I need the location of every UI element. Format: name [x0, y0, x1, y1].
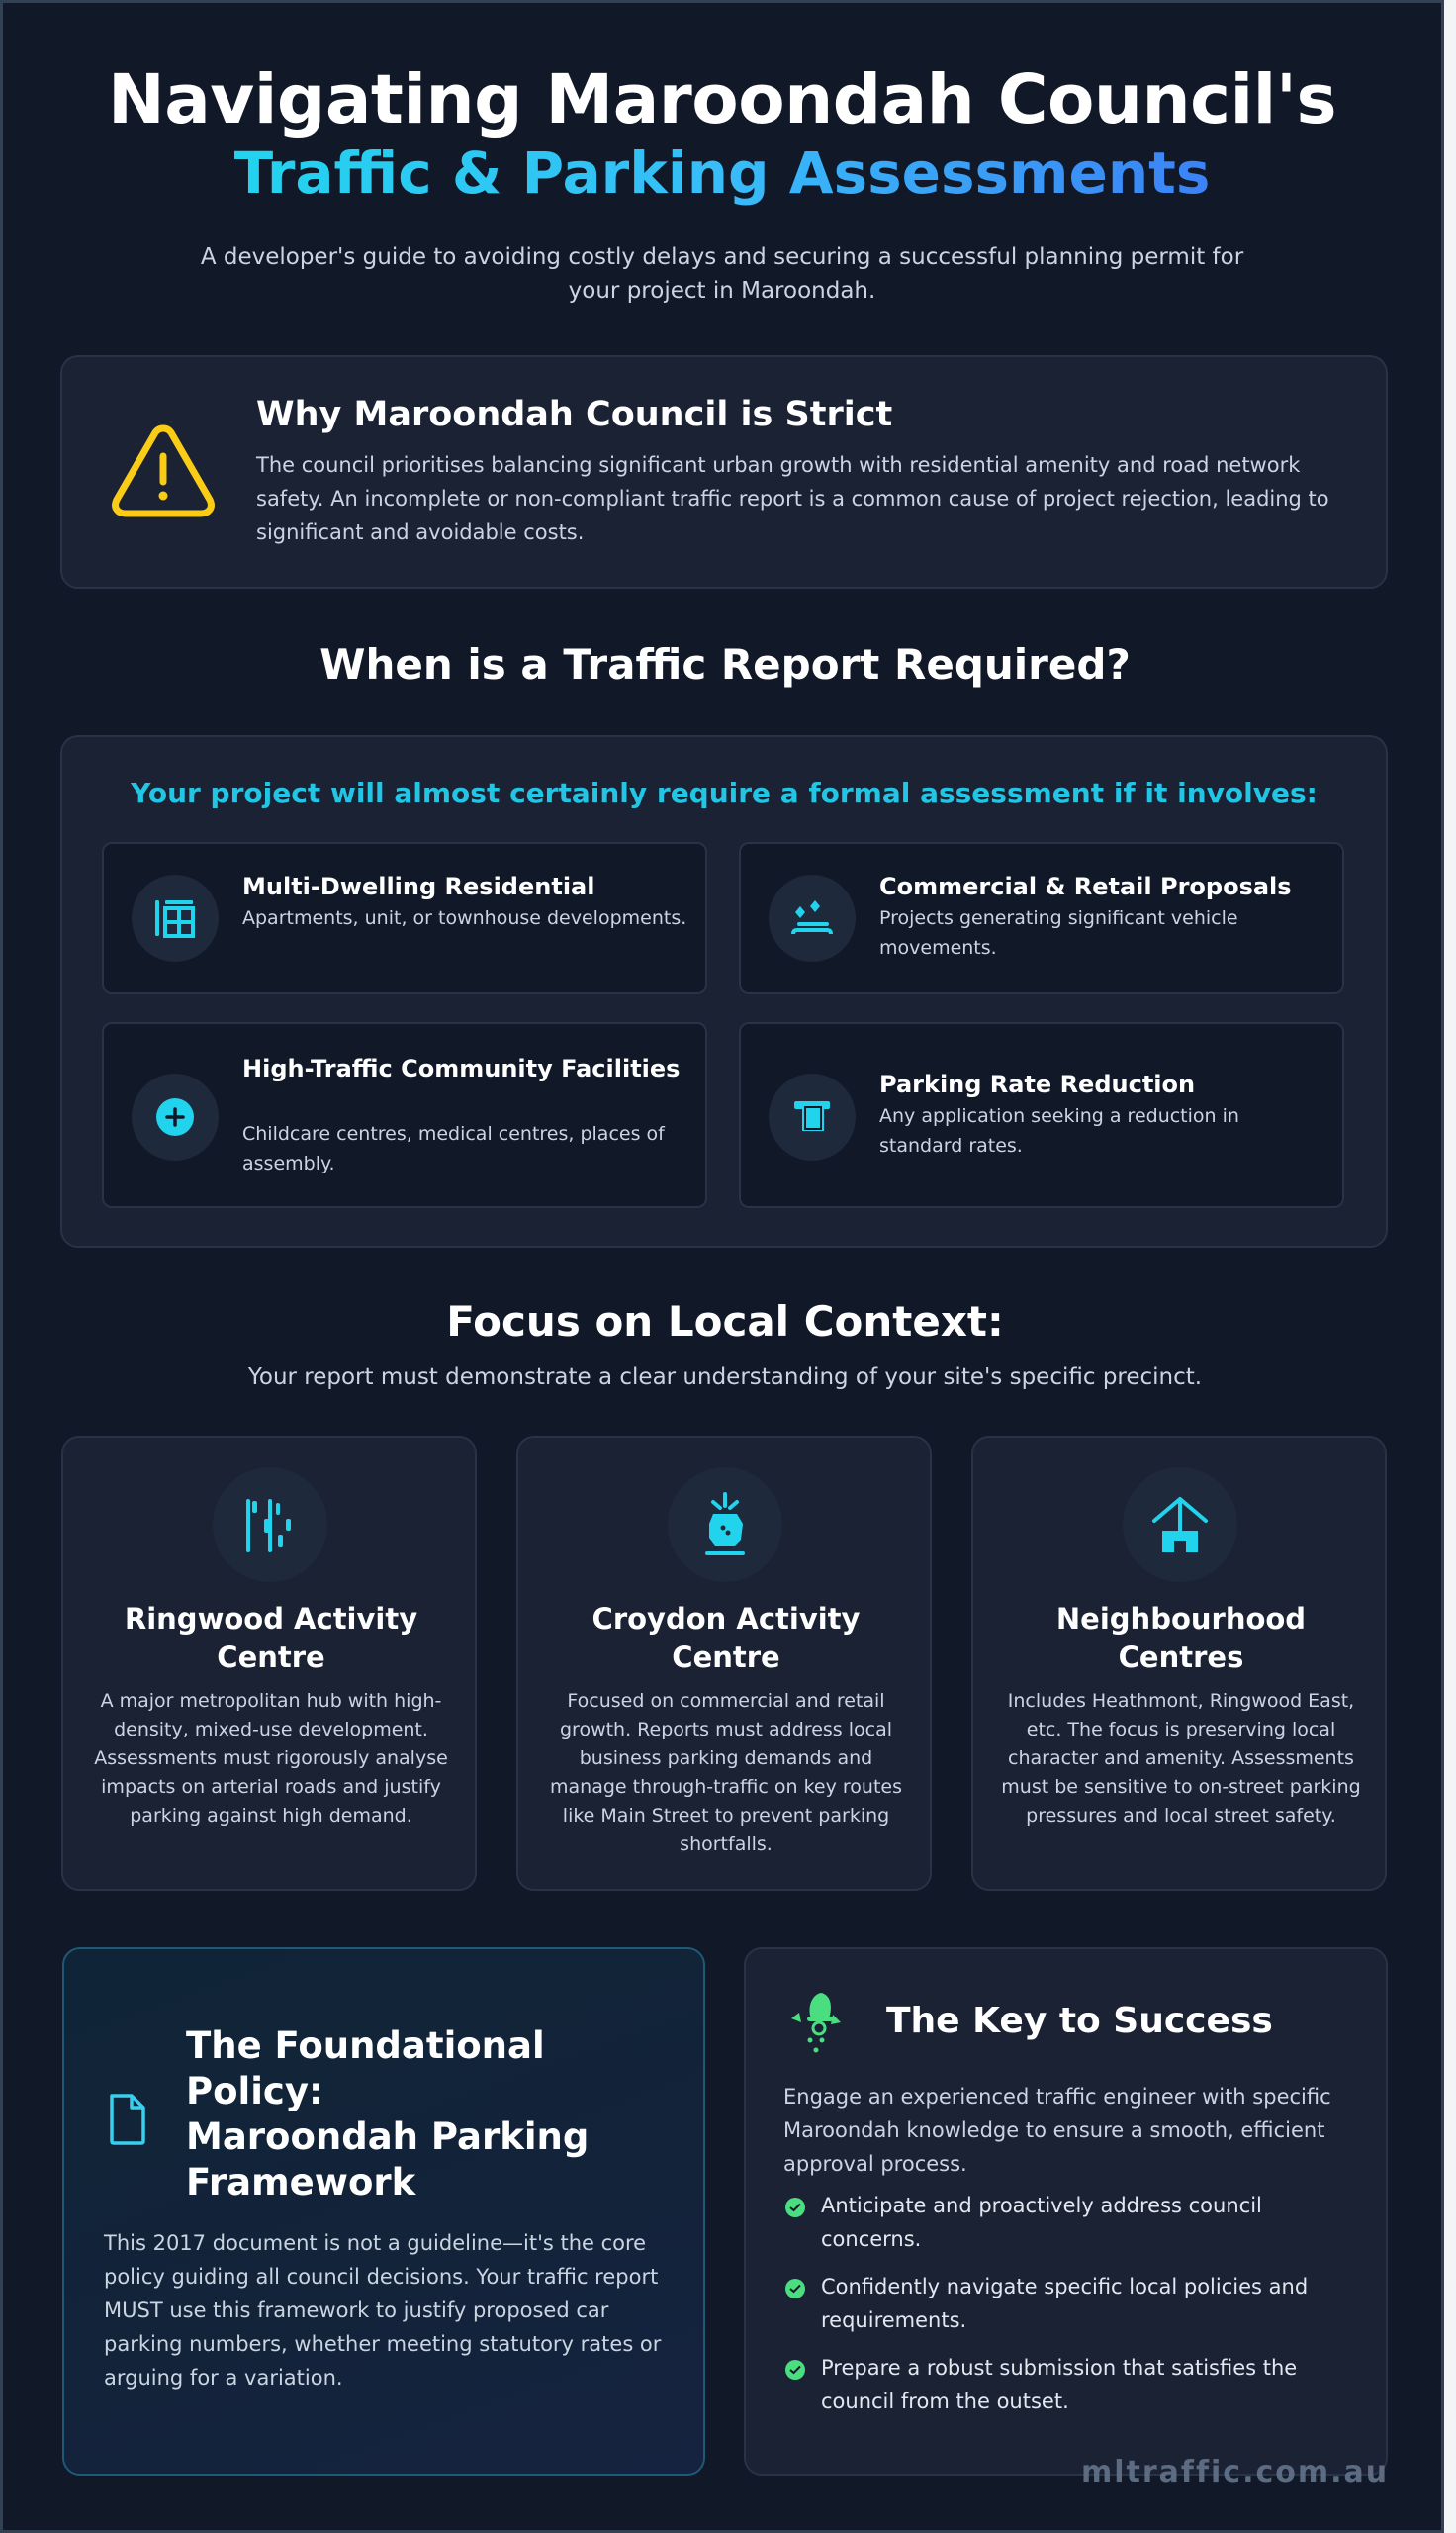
- success-point-text: Confidently navigate specific local poli…: [821, 2275, 1309, 2332]
- context-subtitle: Your report must demonstrate a clear und…: [247, 1364, 1203, 1390]
- building-icon: [132, 875, 219, 962]
- policy-text: This 2017 document is not a guideline—it…: [104, 2231, 662, 2390]
- requirement-title: Commercial & Retail Proposals: [879, 873, 1292, 900]
- requirement-desc: Any application seeking a reduction in s…: [879, 1105, 1239, 1157]
- requirement-item-multi-dwelling: Multi-Dwelling Residential Apartments, u…: [102, 842, 707, 994]
- requirements-heading: When is a Traffic Report Required?: [319, 640, 1131, 689]
- context-card-title: Ringwood Activity Centre: [124, 1602, 418, 1674]
- success-point: Anticipate and proactively address counc…: [783, 2189, 1362, 2256]
- requirement-desc: Apartments, unit, or townhouse developme…: [242, 907, 687, 929]
- requirement-desc: Projects generating significant vehicle …: [879, 907, 1238, 959]
- foundational-policy-card: The Foundational Policy: Maroondah Parki…: [62, 1947, 705, 2476]
- page-title-accent: Traffic & Parking Assessments: [233, 140, 1211, 207]
- success-point-text: Anticipate and proactively address counc…: [821, 2194, 1262, 2251]
- page-header: Navigating Maroondah Council's Traffic &…: [3, 3, 1441, 308]
- requirement-title: Multi-Dwelling Residential: [242, 873, 595, 900]
- warning-triangle-icon: [112, 424, 215, 517]
- requirement-item-community: High-Traffic Community Facilities Childc…: [102, 1022, 707, 1208]
- key-to-success-card: The Key to Success Engage an experienced…: [744, 1947, 1388, 2476]
- context-card-desc: Focused on commercial and retail growth.…: [550, 1690, 902, 1855]
- requirement-title: High-Traffic Community Facilities: [242, 1055, 681, 1082]
- page-subtitle: A developer's guide to avoiding costly d…: [200, 244, 1244, 304]
- requirement-item-parking-reduction: Parking Rate Reduction Any application s…: [739, 1022, 1344, 1208]
- policy-title-line1: The Foundational Policy:: [186, 2024, 545, 2112]
- context-card-croydon: Croydon Activity Centre Focused on comme…: [516, 1436, 932, 1891]
- context-card-ringwood: Ringwood Activity Centre A major metropo…: [61, 1436, 477, 1891]
- context-card-title: Neighbourhood Centres: [1055, 1602, 1307, 1674]
- check-circle-icon: [785, 2198, 805, 2217]
- context-card-desc: Includes Heathmont, Ringwood East, etc. …: [1001, 1690, 1361, 1827]
- requirement-title: Parking Rate Reduction: [879, 1071, 1196, 1098]
- check-circle-icon: [785, 2360, 805, 2380]
- document-icon: [110, 2094, 145, 2145]
- success-point-text: Prepare a robust submission that satisfi…: [821, 2356, 1298, 2413]
- why-text: The council prioritises balancing signif…: [256, 453, 1329, 544]
- page-title: Navigating Maroondah Council's: [107, 60, 1337, 140]
- policy-title: The Foundational Policy: Maroondah Parki…: [186, 2023, 661, 2205]
- success-points-list: Anticipate and proactively address counc…: [783, 2189, 1362, 2432]
- context-card-desc: A major metropolitan hub with high-densi…: [94, 1690, 448, 1827]
- success-title: The Key to Success: [886, 2001, 1273, 2041]
- policy-title-line2: Maroondah Parking Framework: [186, 2115, 590, 2204]
- check-circle-icon: [785, 2279, 805, 2298]
- watermark: mltraffic.com.au: [1081, 2455, 1390, 2489]
- success-text: Engage an experienced traffic engineer w…: [783, 2085, 1331, 2176]
- requirement-desc: Childcare centres, medical centres, plac…: [242, 1123, 665, 1174]
- why-title: Why Maroondah Council is Strict: [256, 395, 893, 434]
- context-card-neighbourhood: Neighbourhood Centres Includes Heathmont…: [971, 1436, 1387, 1891]
- why-strict-card: Why Maroondah Council is Strict The coun…: [60, 355, 1388, 589]
- shopping-bag-icon: [668, 1467, 782, 1582]
- context-card-title: Croydon Activity Centre: [592, 1602, 861, 1674]
- requirements-lead: Your project will almost certainly requi…: [131, 777, 1318, 809]
- parking-sign-icon: [769, 1074, 856, 1161]
- success-point: Prepare a robust submission that satisfi…: [783, 2351, 1362, 2418]
- success-point: Confidently navigate specific local poli…: [783, 2270, 1362, 2337]
- house-icon: [1123, 1467, 1237, 1582]
- context-heading: Focus on Local Context:: [446, 1297, 1004, 1346]
- requirement-item-commercial: Commercial & Retail Proposals Projects g…: [739, 842, 1344, 994]
- medical-plus-icon: [132, 1074, 219, 1161]
- requirements-panel: Your project will almost certainly requi…: [60, 735, 1388, 1248]
- city-towers-icon: [213, 1467, 327, 1582]
- rocket-icon: [791, 1993, 841, 2053]
- shop-icon: [769, 875, 856, 962]
